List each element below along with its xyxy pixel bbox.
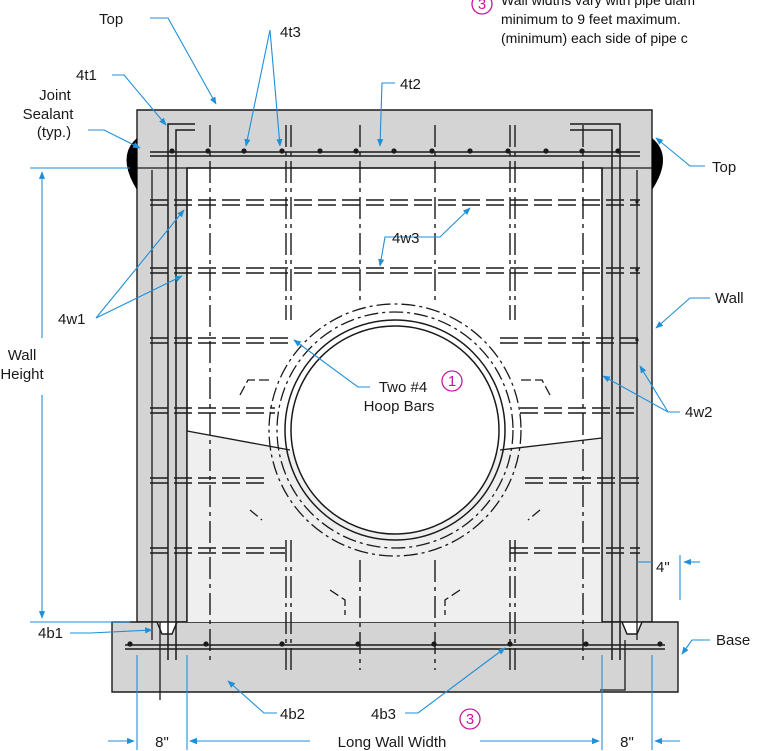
label-top-right: Top: [712, 159, 736, 176]
joint-sealant-right: [652, 138, 663, 190]
label-4w1: 4w1: [58, 311, 86, 328]
reinforcement: [125, 123, 665, 700]
label-wall-height-2: Height: [0, 366, 44, 383]
label-4w3: 4w3: [392, 230, 420, 247]
hoop-bar-outer: [268, 303, 522, 557]
note-line-2: minimum to 9 feet maximum.: [501, 11, 681, 27]
label-4t2: 4t2: [400, 76, 421, 93]
label-4b1: 4b1: [38, 625, 63, 642]
pipe-opening: [268, 303, 522, 557]
width-marker: 3: [466, 711, 474, 728]
dimensions: [30, 167, 700, 750]
label-joint-sealant-1: Joint: [39, 87, 72, 104]
note-line-1: Wall widths vary with pipe diam: [501, 0, 695, 8]
label-4in: 4": [656, 559, 670, 576]
label-top-left: Top: [99, 11, 123, 28]
label-long-wall-width: Long Wall Width: [338, 734, 447, 751]
label-joint-sealant-2: Sealant: [23, 106, 75, 123]
label-joint-sealant-3: (typ.): [37, 124, 71, 141]
note-marker-circle: [471, 0, 493, 15]
base-slab: [111, 621, 679, 693]
label-4t1: 4t1: [76, 67, 97, 84]
note-line-3: (minimum) each side of pipe c: [501, 30, 688, 46]
hoop-marker: 1: [448, 373, 456, 390]
label-8in-left: 8": [155, 734, 169, 751]
label-wall-right: Wall: [715, 290, 744, 307]
label-hoop-bars-1: Two #4: [379, 379, 427, 396]
label-4b2: 4b2: [280, 706, 305, 723]
note-marker: 3: [478, 0, 486, 13]
pipe-outer-wall: [284, 319, 506, 541]
label-base-right: Base: [716, 632, 750, 649]
label-hoop-bars-2: Hoop Bars: [364, 398, 435, 415]
label-4b3: 4b3: [371, 706, 396, 723]
label-wall-height-1: Wall: [8, 347, 37, 364]
hoop-bar-inner: [276, 311, 514, 549]
label-8in-right: 8": [620, 734, 634, 751]
label-4w2: 4w2: [685, 404, 713, 421]
pipe-inner-wall: [290, 325, 500, 535]
label-4t3: 4t3: [280, 24, 301, 41]
width-marker-circle: [459, 708, 481, 730]
joint-sealant-left: [126, 138, 137, 190]
leaders: [70, 17, 710, 714]
hoop-marker-circle: [441, 370, 463, 392]
